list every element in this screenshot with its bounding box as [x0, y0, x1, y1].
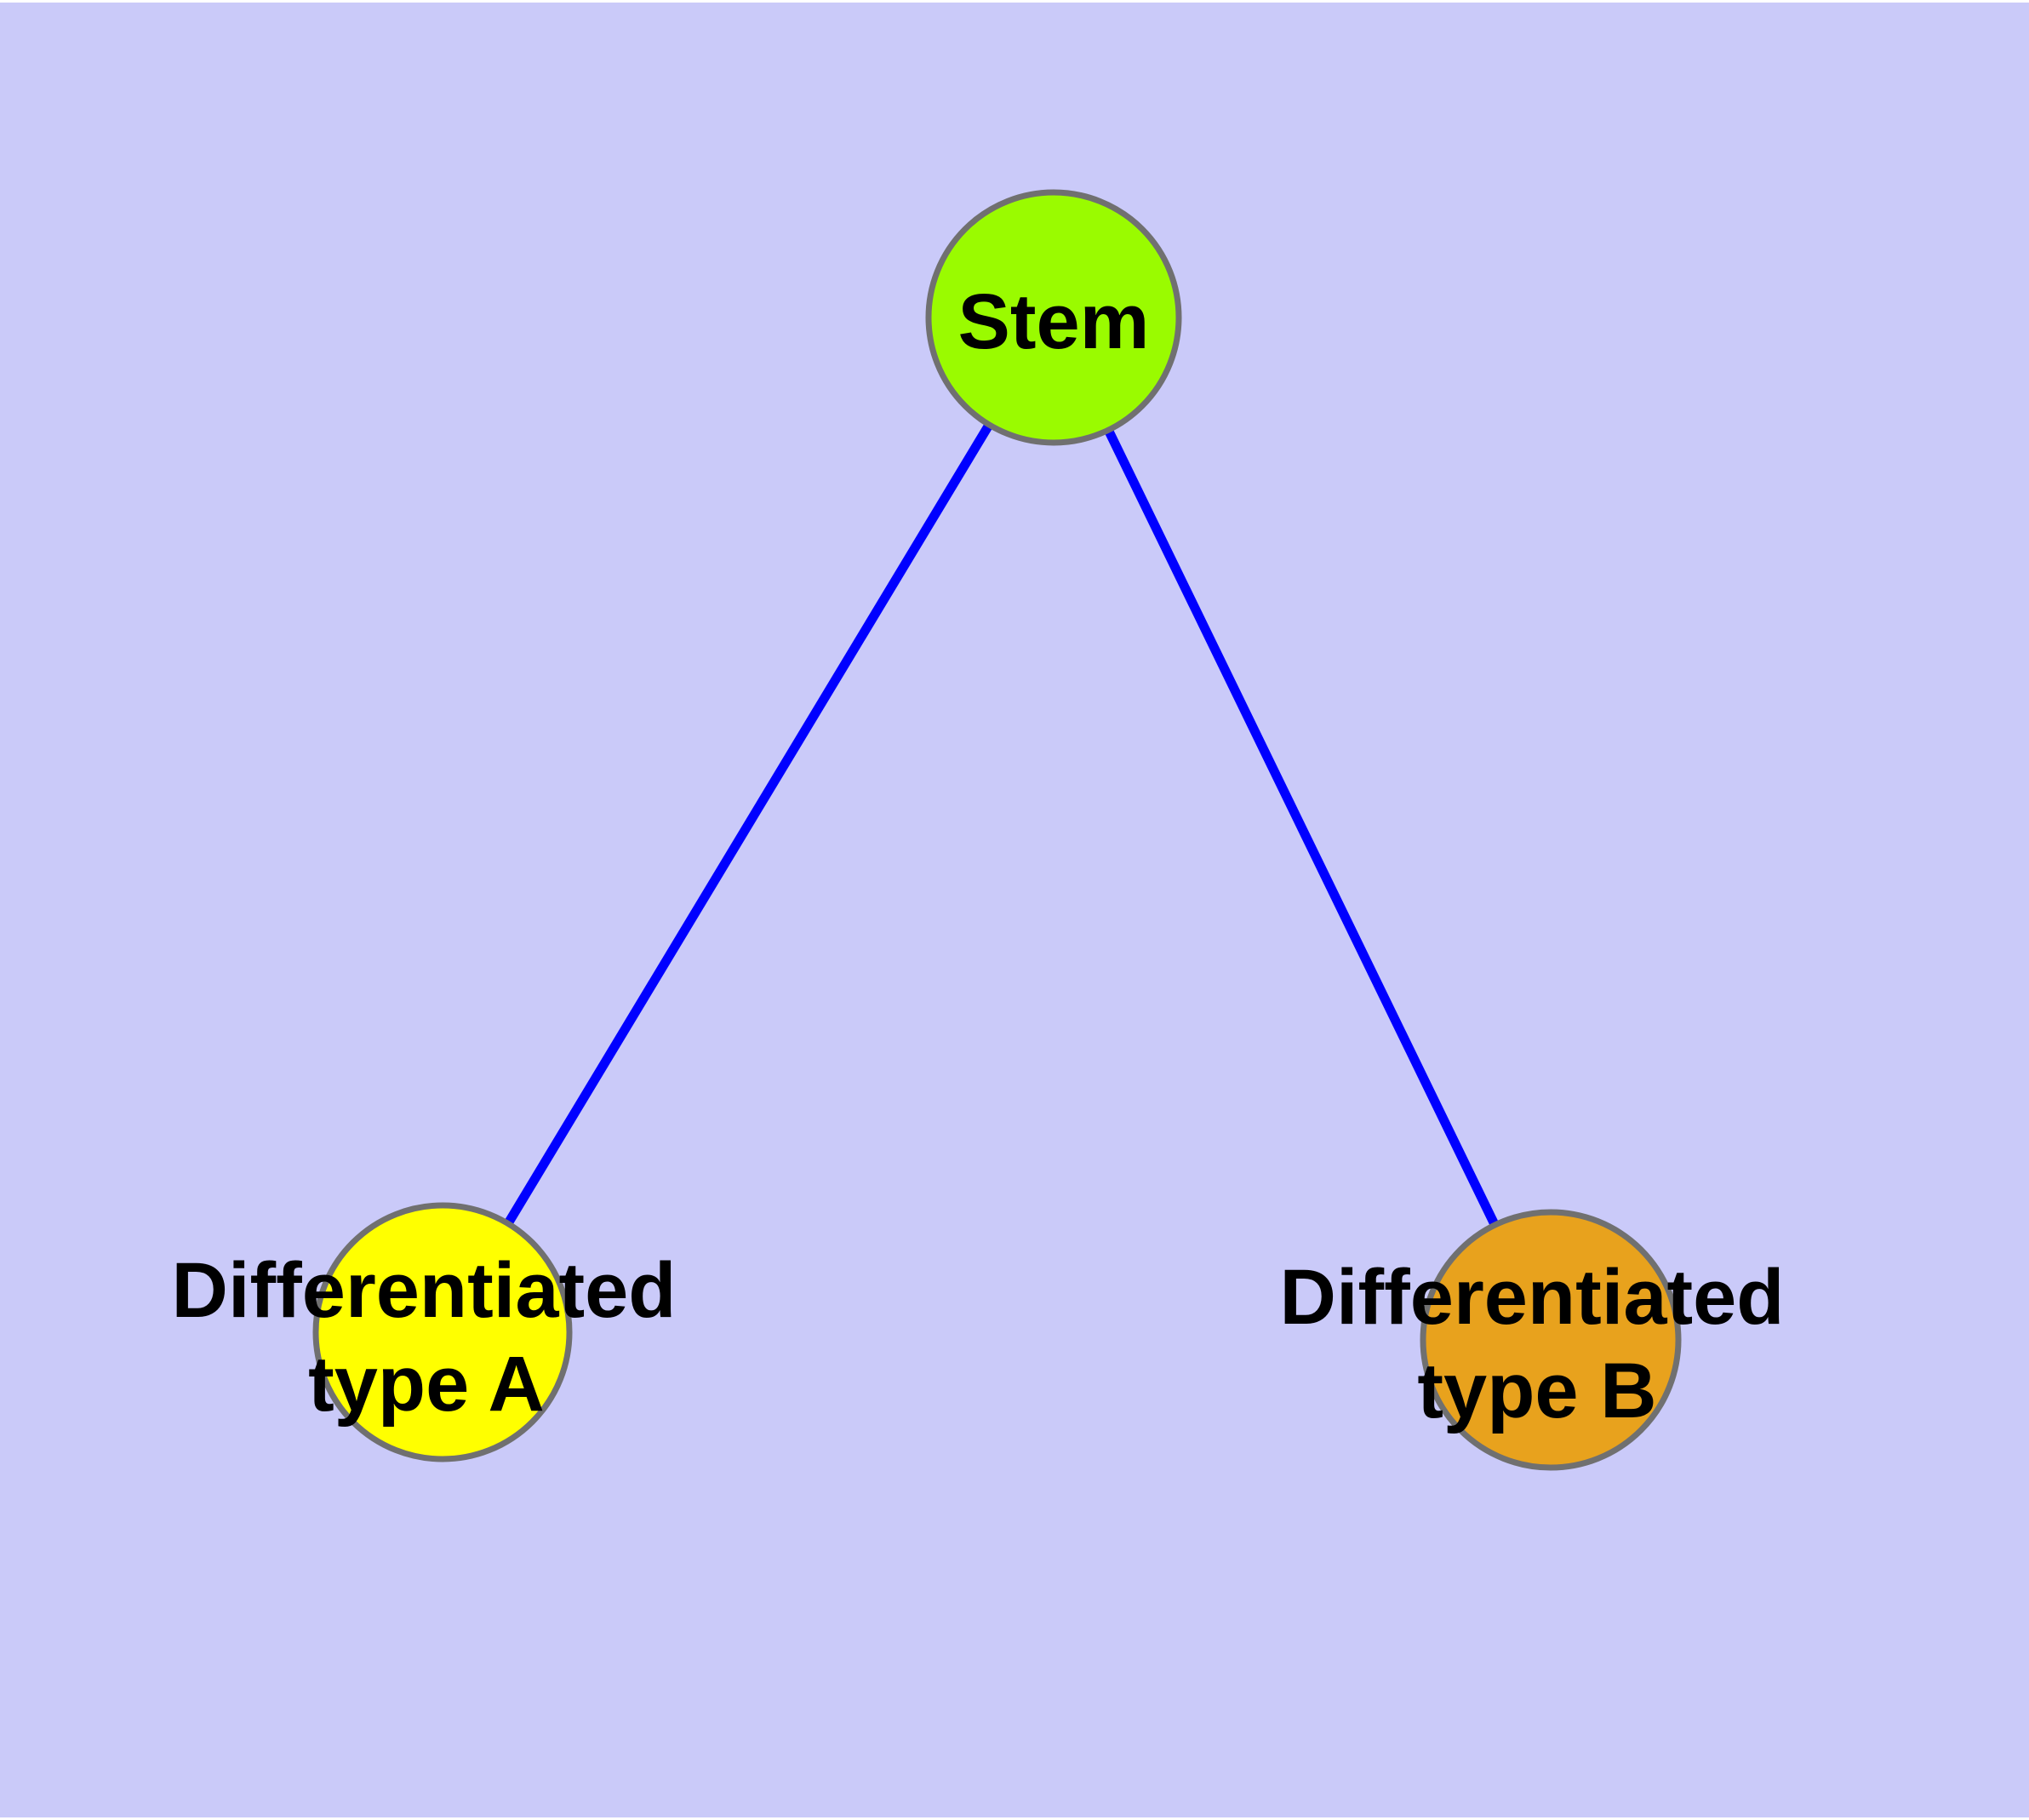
node-type-b-label-line2: type B: [1417, 1348, 1656, 1434]
node-stem: [925, 189, 1182, 446]
node-type-a-label-line2: type A: [308, 1341, 545, 1428]
node-type-a-label-line1: Differentiated: [172, 1247, 677, 1334]
edge-stem-to-type-a: [438, 315, 1058, 1335]
node-type-b: [1420, 1209, 1682, 1471]
node-stem-label: Stem: [958, 278, 1150, 365]
node-type-b-label-line1: Differentiated: [1280, 1254, 1785, 1341]
node-type-a: [312, 1202, 573, 1462]
edge-stem-to-type-b: [1049, 315, 1555, 1342]
